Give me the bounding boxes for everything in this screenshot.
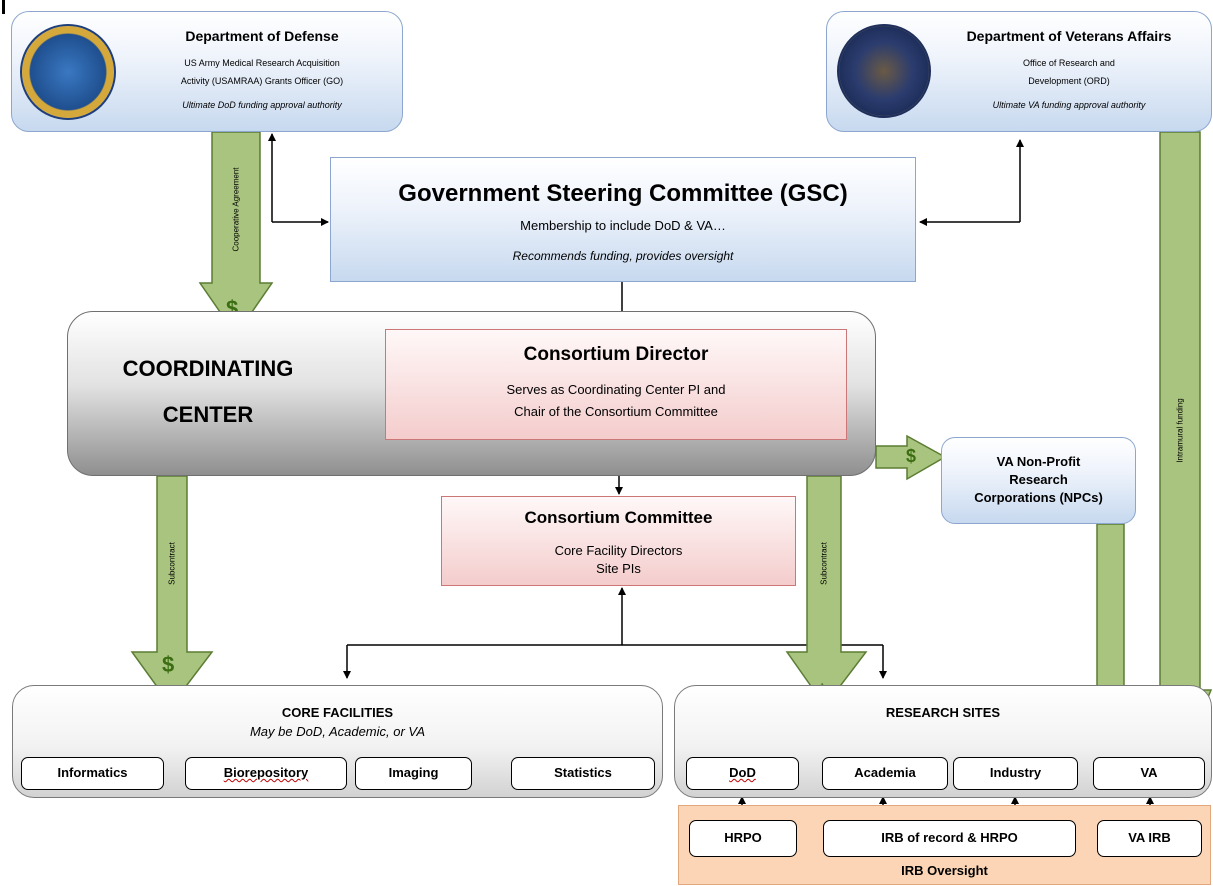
core-item-statistics: Statistics	[511, 757, 655, 790]
core-facilities-subtitle: May be DoD, Academic, or VA	[249, 724, 426, 739]
core-item-imaging: Imaging	[355, 757, 472, 790]
dollar-icon: $	[906, 446, 917, 466]
consortium-committee-line1: Core Facility Directors	[554, 543, 683, 558]
npc-box: VA Non-Profit Research Corporations (NPC…	[941, 437, 1136, 524]
gsc-line1: Membership to include DoD & VA…	[520, 218, 726, 233]
npc-line2: Research	[1009, 472, 1068, 487]
coordinating-center-line2: CENTER	[162, 402, 254, 427]
irb-oversight-title: IRB Oversight	[901, 863, 988, 878]
cooperative-agreement-arrow	[198, 131, 274, 337]
subcontract-right-label: Subcontract	[819, 542, 829, 585]
consortium-committee-box: Consortium Committee Core Facility Direc…	[441, 496, 796, 586]
va-line1: Office of Research and	[1023, 58, 1115, 68]
research-sites-title: RESEARCH SITES	[885, 705, 1001, 720]
consortium-committee-title: Consortium Committee	[524, 508, 713, 527]
core-item-informatics: Informatics	[21, 757, 164, 790]
core-item-biorepository-label: Biorepository	[223, 765, 309, 780]
subcontract-left-arrow	[130, 475, 214, 708]
dod-line1: US Army Medical Research Acquisition	[184, 58, 340, 68]
site-item-academia: Academia	[822, 757, 948, 790]
dod-seal-icon	[20, 24, 116, 120]
consortium-committee-line2: Site PIs	[596, 561, 641, 576]
consortium-director-title: Consortium Director	[523, 344, 709, 365]
cc-to-npc-arrow	[875, 434, 947, 481]
consortium-director-box: Consortium Director Serves as Coordinati…	[385, 329, 847, 440]
coordinating-center-line1: COORDINATING	[122, 356, 294, 381]
gsc-box: Government Steering Committee (GSC) Memb…	[330, 157, 916, 282]
intramural-funding-label: Intramural funding	[1175, 398, 1185, 463]
site-item-va: VA	[1093, 757, 1205, 790]
va-line3: Ultimate VA funding approval authority	[992, 100, 1146, 110]
site-item-dod: DoD	[686, 757, 799, 790]
site-item-dod-label: DoD	[729, 765, 756, 780]
dod-box: Department of Defense US Army Medical Re…	[11, 11, 403, 132]
subcontract-left-label: Subcontract	[167, 542, 177, 585]
irb-item-irb-of-record: IRB of record & HRPO	[823, 820, 1076, 857]
core-item-biorepository: Biorepository	[185, 757, 347, 790]
va-line2: Development (ORD)	[1028, 76, 1110, 86]
cooperative-agreement-label: Cooperative Agreement	[231, 167, 241, 252]
dollar-icon: $	[162, 652, 175, 677]
dod-title: Department of Defense	[185, 28, 339, 44]
site-item-industry: Industry	[953, 757, 1078, 790]
core-facilities-title: CORE FACILITIES	[281, 705, 394, 720]
irb-item-va-irb: VA IRB	[1097, 820, 1202, 857]
va-seal-icon	[837, 24, 931, 118]
gsc-line2: Recommends funding, provides oversight	[512, 249, 734, 263]
dod-line2: Activity (USAMRAA) Grants Officer (GO)	[180, 76, 344, 86]
irb-item-hrpo: HRPO	[689, 820, 797, 857]
dod-line3: Ultimate DoD funding approval authority	[182, 100, 342, 110]
subcontract-right-arrow	[785, 475, 868, 708]
corner-mark	[2, 0, 5, 14]
consortium-director-line2: Chair of the Consortium Committee	[514, 404, 718, 419]
gsc-title: Government Steering Committee (GSC)	[398, 180, 848, 207]
npc-line1: VA Non-Profit	[996, 454, 1081, 469]
va-title: Department of Veterans Affairs	[966, 28, 1172, 44]
npc-line3: Corporations (NPCs)	[974, 490, 1103, 505]
va-box: Department of Veterans Affairs Office of…	[826, 11, 1212, 132]
consortium-director-line1: Serves as Coordinating Center PI and	[506, 382, 726, 397]
